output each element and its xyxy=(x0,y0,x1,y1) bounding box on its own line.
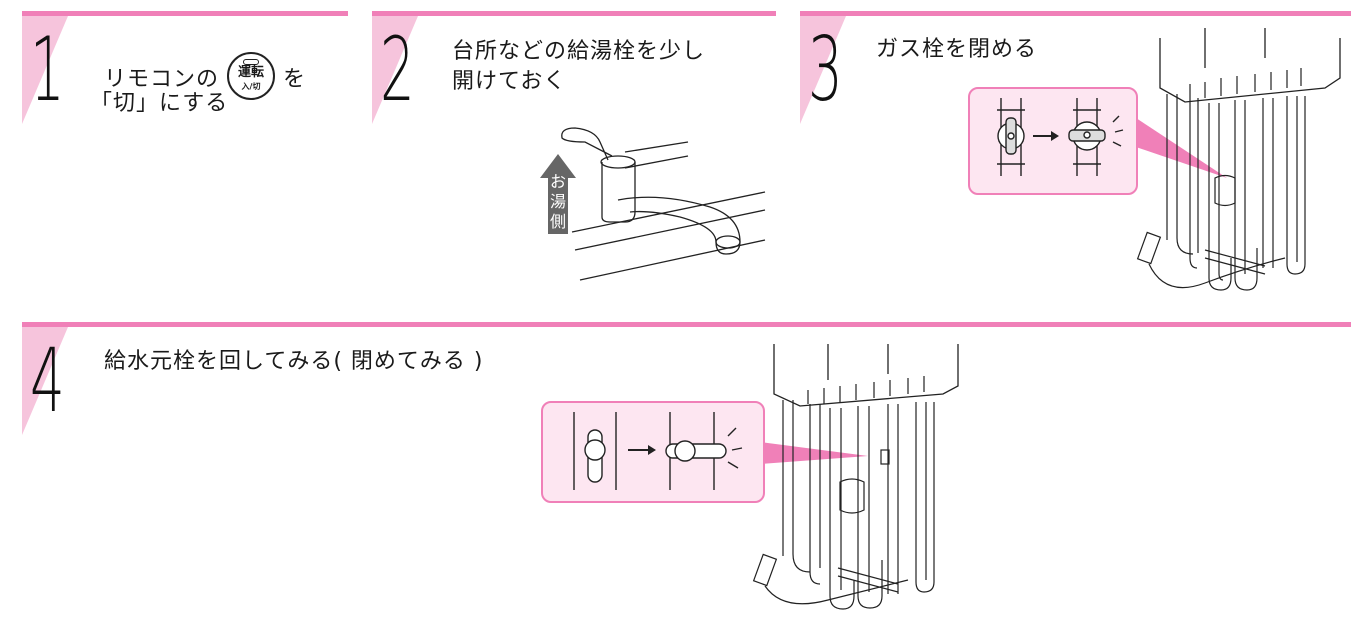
hot-water-label-char-2: 湯 xyxy=(549,192,566,211)
step-1-line-2: 「切」にする xyxy=(90,91,229,116)
hot-water-label-char-1: お xyxy=(549,172,566,191)
step-1-instruction: リモコンの運転入/切を xyxy=(104,52,307,104)
water-heater-gas-illustration xyxy=(968,28,1341,291)
step-2-number: 2 xyxy=(380,18,415,121)
gas-callout-box xyxy=(968,87,1138,195)
step-1-text-before-icon: リモコンの xyxy=(104,67,220,92)
step-4-wedge xyxy=(22,327,68,435)
kitchen-faucet-illustration xyxy=(540,127,766,281)
power-button-top-label: 運転 xyxy=(238,65,265,80)
power-button-bottom-label: 入/切 xyxy=(241,82,261,91)
step-4-header-bar xyxy=(22,322,1351,327)
valve-callout-box xyxy=(541,401,765,503)
water-heater-valve-illustration xyxy=(541,344,959,610)
power-button-indicator xyxy=(243,59,260,65)
step-2-wedge xyxy=(372,16,418,124)
step-1-wedge xyxy=(22,16,68,124)
step-2-header-bar xyxy=(372,11,776,16)
step-2-line-1: 台所などの給湯栓を少し xyxy=(452,39,706,64)
step-2-line-2: 開けておく xyxy=(452,69,567,94)
valve-callout-pointer xyxy=(760,442,868,464)
hot-water-label-char-3: 側 xyxy=(549,212,566,231)
step-4-number: 4 xyxy=(30,329,65,432)
step-3-number: 3 xyxy=(808,18,843,121)
step-3-line-1: ガス栓を閉める xyxy=(876,37,1038,62)
hot-water-label: お 湯 側 xyxy=(548,172,568,232)
gas-callout-pointer xyxy=(1133,116,1227,178)
hot-water-arrow xyxy=(540,154,576,234)
step-3-wedge xyxy=(800,16,846,124)
step-1-text-after-icon: を xyxy=(283,67,307,92)
step-1-number: 1 xyxy=(30,18,65,121)
valve-arrow-icon xyxy=(628,445,656,455)
step-3-header-bar xyxy=(800,11,1351,16)
gas-arrow-icon xyxy=(1033,131,1059,141)
step-4-line-1: 給水元栓を回してみる( 閉めてみる ) xyxy=(104,349,484,374)
power-button-icon: 運転入/切 xyxy=(227,52,276,100)
step-1-header-bar xyxy=(22,11,348,16)
